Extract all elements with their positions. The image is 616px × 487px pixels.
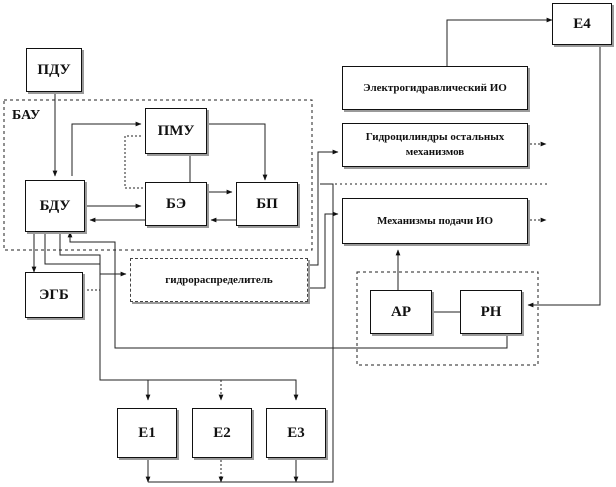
ar-block: АР bbox=[370, 290, 432, 334]
egb-block: ЭГБ bbox=[25, 272, 83, 318]
e4-block: Е4 bbox=[552, 3, 612, 45]
bau-label: БАУ bbox=[12, 108, 41, 123]
cylinders-block: Гидроцилиндры остальных механизмов bbox=[342, 123, 528, 167]
e3-block: Е3 bbox=[266, 408, 326, 458]
pdu-block: ПДУ bbox=[26, 48, 82, 92]
pmu-block: ПМУ bbox=[145, 108, 207, 154]
regulator-container bbox=[356, 271, 539, 366]
valve-block: гидрораспределитель bbox=[130, 258, 308, 302]
elec-io-block: Электрогидравлический ИО bbox=[342, 66, 528, 110]
bau-container bbox=[3, 99, 313, 251]
e2-block: Е2 bbox=[192, 408, 252, 458]
rn-block: РН bbox=[460, 290, 522, 334]
bdu-block: БДУ bbox=[25, 180, 85, 232]
e1-block: Е1 bbox=[117, 408, 177, 458]
feed-block: Механизмы подачи ИО bbox=[342, 198, 528, 244]
bp-block: БП bbox=[236, 182, 298, 226]
be-block: БЭ bbox=[145, 182, 207, 226]
